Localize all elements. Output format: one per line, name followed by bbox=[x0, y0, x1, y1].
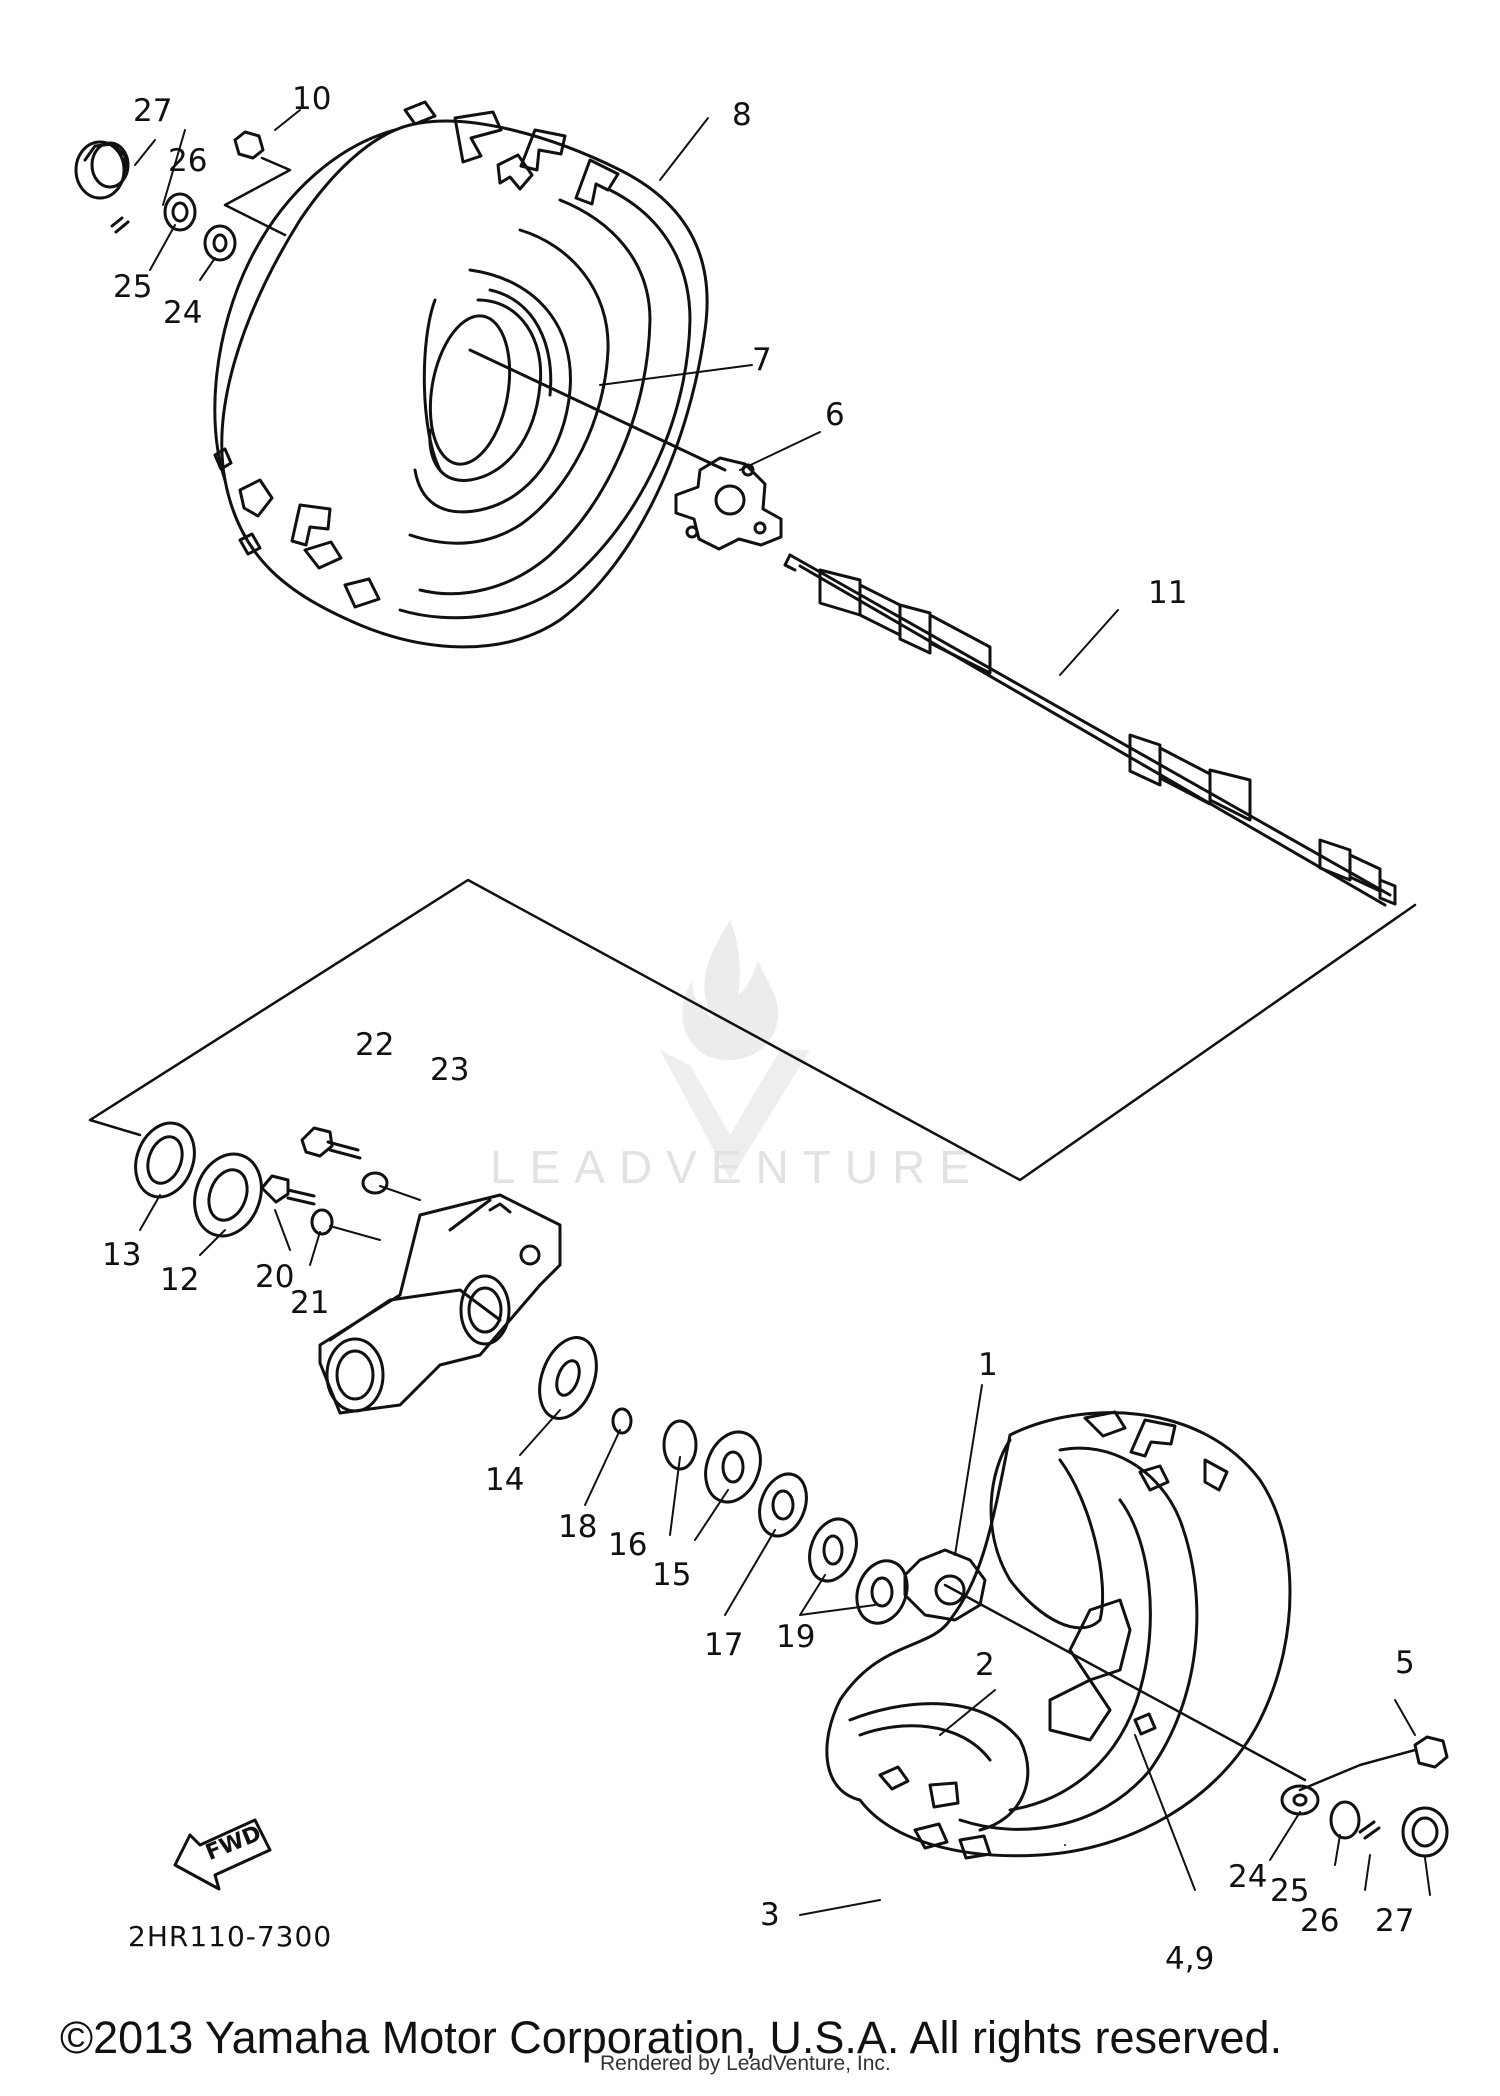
callout-5: 5 bbox=[1395, 1645, 1415, 1681]
callout-8: 8 bbox=[732, 97, 752, 133]
callout-24-top: 24 bbox=[163, 295, 203, 331]
watermark-text: LEADVENTURE bbox=[490, 1141, 984, 1193]
callout-6: 6 bbox=[825, 397, 845, 433]
rendered-by-credit: Rendered by LeadVenture, Inc. bbox=[600, 2052, 891, 2075]
callout-2: 2 bbox=[975, 1647, 995, 1683]
wheel-hub-1 bbox=[903, 1548, 1307, 1782]
leadventure-watermark-logo bbox=[660, 920, 810, 1180]
callout-26-top: 26 bbox=[168, 143, 208, 179]
callout-24-bottom: 24 bbox=[1228, 1859, 1268, 1895]
bottom-wheel-tire bbox=[825, 1410, 1292, 1860]
callout-19: 19 bbox=[776, 1619, 816, 1655]
callout-26-bottom: 26 bbox=[1300, 1903, 1340, 1939]
callout-17: 17 bbox=[704, 1627, 744, 1663]
rear-axle-11 bbox=[783, 553, 1397, 907]
callout-25-bottom: 25 bbox=[1270, 1873, 1310, 1909]
callout-21: 21 bbox=[290, 1285, 330, 1321]
bearings-14-to-19 bbox=[538, 1336, 909, 1625]
assembly-line-axle-to-housing bbox=[88, 878, 1417, 1182]
callout-13: 13 bbox=[102, 1237, 142, 1273]
callout-23: 23 bbox=[430, 1052, 470, 1088]
callout-12: 12 bbox=[160, 1262, 200, 1298]
top-nut-parts bbox=[74, 130, 292, 262]
callout-14: 14 bbox=[485, 1462, 525, 1498]
callout-7: 7 bbox=[752, 342, 772, 378]
callout-1: 1 bbox=[978, 1347, 998, 1383]
callout-10: 10 bbox=[292, 81, 332, 117]
leader-7 bbox=[468, 348, 727, 472]
callout-25-top: 25 bbox=[113, 269, 153, 305]
diagram-code: 2HR110-7300 bbox=[128, 1920, 333, 1953]
callout-3: 3 bbox=[760, 1897, 780, 1933]
callout-15: 15 bbox=[652, 1557, 692, 1593]
callout-27-top: 27 bbox=[133, 93, 173, 129]
bolts-20-21-22-23 bbox=[260, 1126, 421, 1241]
callout-20: 20 bbox=[255, 1259, 295, 1295]
callout-4-9: 4,9 bbox=[1165, 1941, 1215, 1977]
callout-16: 16 bbox=[608, 1527, 648, 1563]
wheel-hub-6 bbox=[674, 456, 783, 551]
callout-22: 22 bbox=[355, 1027, 395, 1063]
callout-11: 11 bbox=[1148, 575, 1188, 611]
callout-27-bottom: 27 bbox=[1375, 1903, 1415, 1939]
axle-housing bbox=[318, 1193, 562, 1415]
callout-leader-lines bbox=[134, 109, 1431, 1916]
callout-18: 18 bbox=[558, 1509, 598, 1545]
bottom-nut-parts bbox=[1133, 1712, 1449, 1858]
top-wheel-tire bbox=[213, 100, 709, 649]
fwd-arrow-icon bbox=[173, 1818, 272, 1891]
copyright-notice: ©2013 Yamaha Motor Corporation, U.S.A. A… bbox=[60, 2012, 1283, 2063]
bearing-seal-13-12 bbox=[134, 1121, 263, 1238]
